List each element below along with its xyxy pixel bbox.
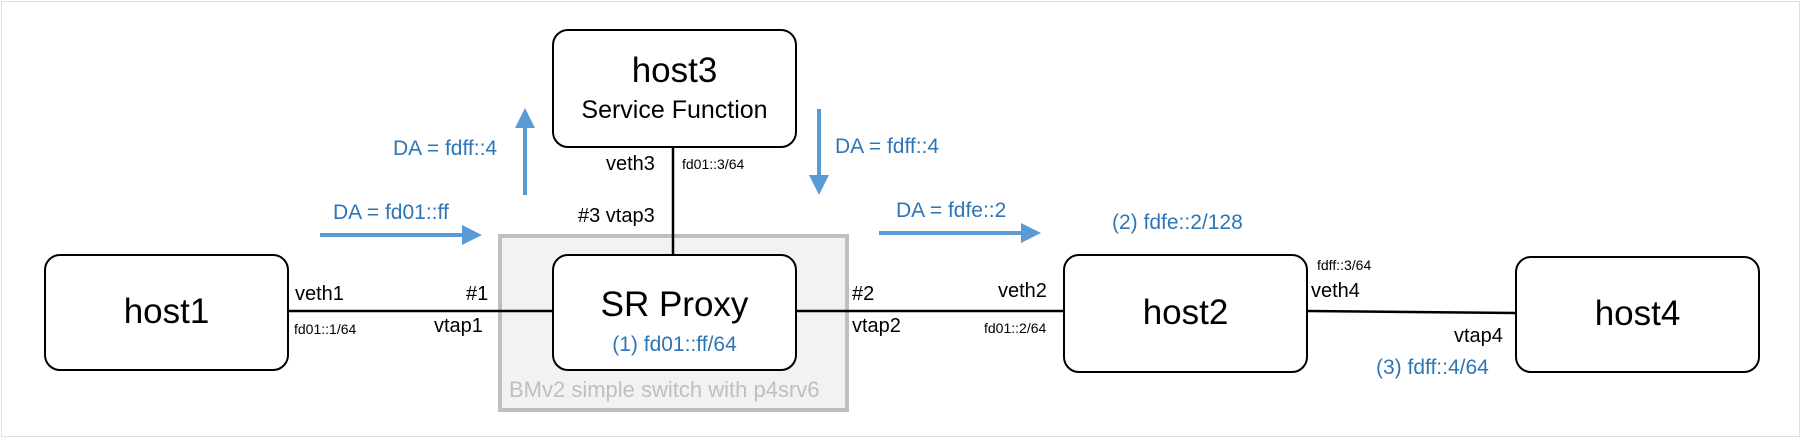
host4-title: host4	[1594, 294, 1681, 334]
host1-node: host1	[44, 254, 289, 371]
sr-proxy-title: SR Proxy	[600, 285, 749, 325]
host4-node: host4	[1515, 256, 1760, 373]
veth3-label: veth3	[606, 153, 655, 175]
host2-node: host2	[1063, 254, 1308, 373]
vtap4-label: vtap4	[1454, 325, 1503, 347]
veth4-address: fdff::3/64	[1317, 257, 1372, 273]
da-fdff-4-down-label: DA = fdff::4	[835, 135, 940, 158]
port1-label: #1	[466, 283, 489, 305]
vtap1-label: vtap1	[434, 315, 483, 337]
host3-title: host3	[631, 50, 718, 90]
da-fdfe-2-label: DA = fdfe::2	[896, 199, 1007, 222]
veth1-label: veth1	[295, 283, 344, 305]
veth2-address: fd01::2/64	[984, 320, 1047, 336]
host1-title: host1	[123, 292, 210, 332]
host4-address: (3) fdff::4/64	[1376, 356, 1489, 379]
port3-vtap3-label: #3 vtap3	[578, 205, 655, 227]
switch-label: BMv2 simple switch with p4srv6	[509, 377, 820, 402]
sr-proxy-node: SR Proxy (1) fd01::ff/64	[552, 254, 797, 371]
da-fd01-ff-label: DA = fd01::ff	[333, 201, 449, 224]
host2-title: host2	[1142, 293, 1229, 333]
sr-proxy-address: (1) fd01::ff/64	[612, 332, 737, 356]
veth4-label: veth4	[1311, 280, 1360, 302]
link-host2-host4	[1307, 309, 1516, 315]
veth1-address: fd01::1/64	[294, 321, 357, 337]
veth3-address: fd01::3/64	[682, 156, 745, 172]
host3-node: host3 Service Function	[552, 29, 797, 148]
host2-address: (2) fdfe::2/128	[1112, 211, 1243, 234]
veth2-label: veth2	[998, 280, 1047, 302]
port2-label: #2	[852, 283, 875, 305]
vtap2-label: vtap2	[852, 315, 901, 337]
da-fdff-4-up-label: DA = fdff::4	[393, 137, 498, 160]
host3-subtitle: Service Function	[581, 96, 768, 125]
